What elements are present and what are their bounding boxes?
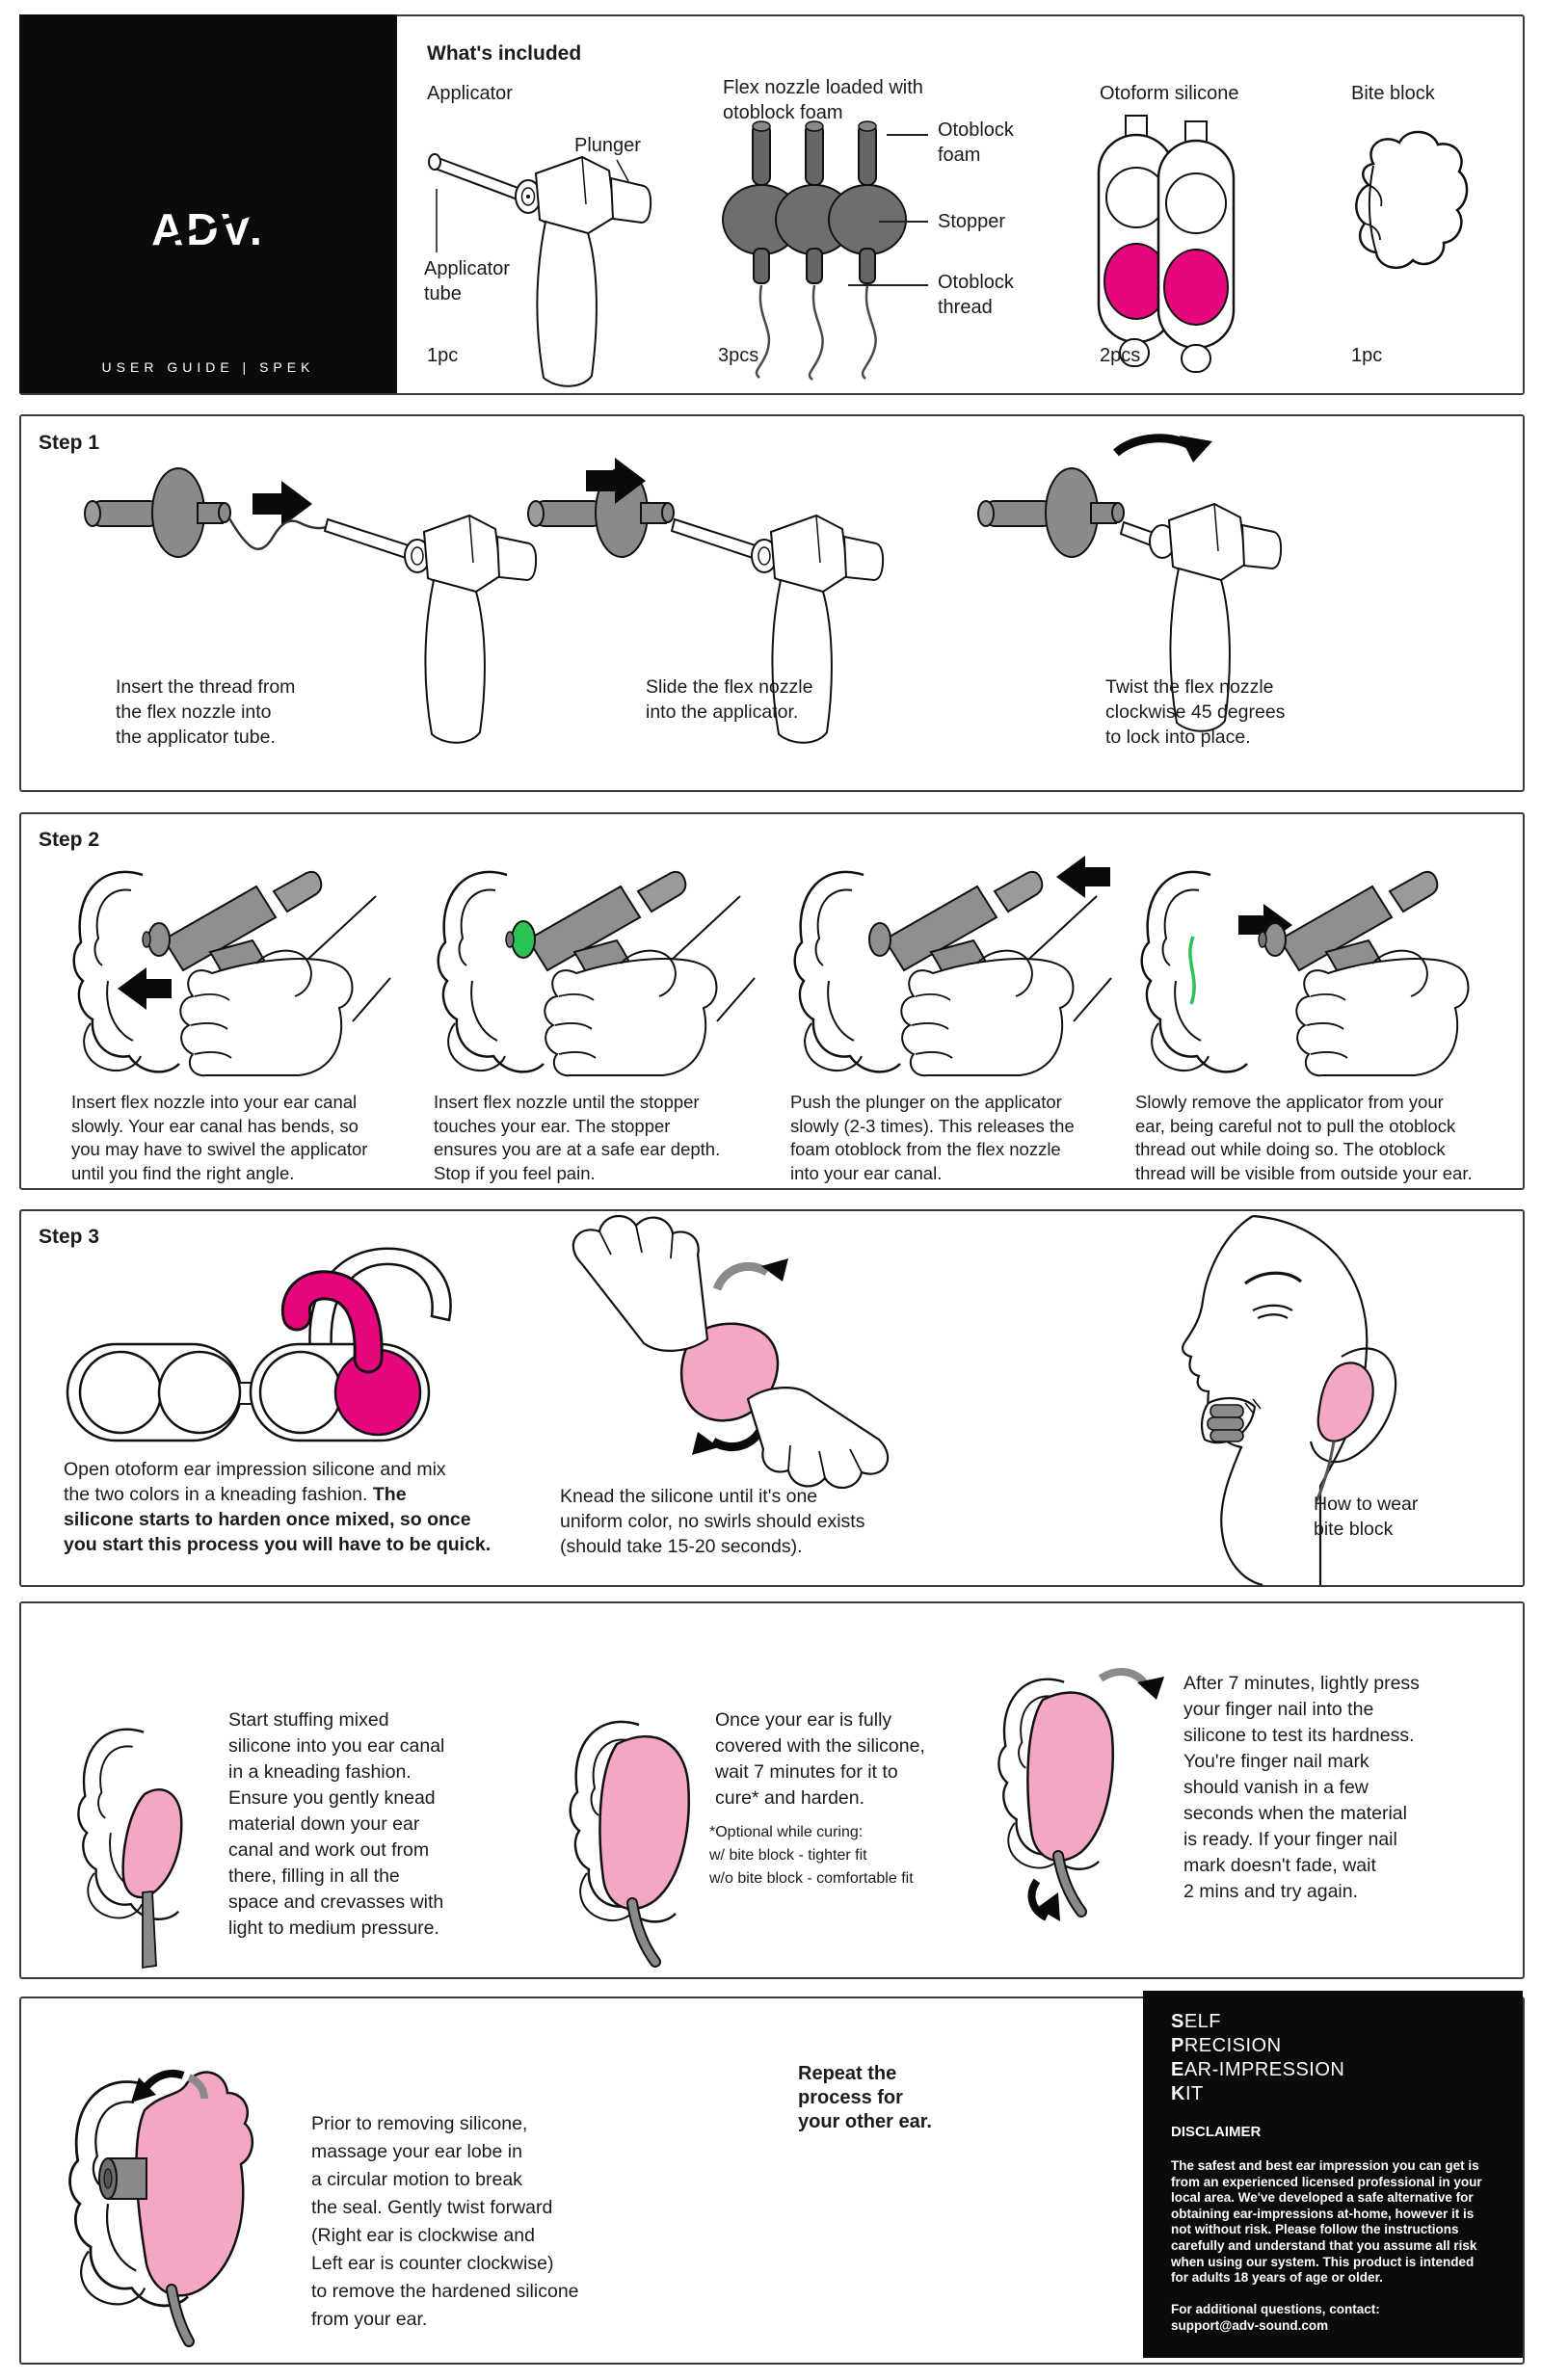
brand-tagline: USER GUIDE | SPEK	[101, 359, 315, 375]
step3-mix-caption-normal: Open otoform ear impression silicone and…	[64, 1459, 446, 1505]
support-contact: For additional questions, contact: suppo…	[1171, 2302, 1380, 2333]
item-label-flex-nozzle: Flex nozzle loaded with otoblock foam	[723, 77, 923, 123]
step2-title: Step 2	[39, 829, 100, 851]
spek-acronym: SELF PRECISION EAR-IMPRESSION KIT	[1171, 2010, 1344, 2106]
cure-wait-caption: Once your ear is fully covered with the …	[715, 1709, 925, 1809]
removal-caption: Prior to removing silicone, massage your…	[311, 2113, 579, 2330]
qty-bite-block: 1pc	[1351, 345, 1383, 366]
callout-stopper: Stopper	[938, 211, 1006, 232]
step1-caption-1: Insert the thread from the flex nozzle i…	[116, 676, 296, 748]
spek-rest: RECISION	[1183, 2035, 1282, 2056]
callout-applicator-tube: Applicator tube	[424, 258, 510, 304]
spek-letter: S	[1171, 2011, 1184, 2032]
section-step2	[19, 812, 1525, 1190]
spek-line-precision: PRECISION	[1171, 2034, 1344, 2058]
step3-mix-caption-bold: The silicone starts to harden once mixed…	[64, 1484, 492, 1555]
spek-line-kit: KIT	[1171, 2082, 1344, 2106]
disclaimer-title: DISCLAIMER	[1171, 2124, 1262, 2140]
spek-letter: E	[1171, 2059, 1184, 2080]
step1-caption-2: Slide the flex nozzle into the applicato…	[646, 676, 813, 723]
callout-plunger: Plunger	[574, 135, 641, 156]
item-label-otoform: Otoform silicone	[1100, 83, 1239, 104]
spek-rest: AR-IMPRESSION	[1183, 2059, 1345, 2080]
cure-footnote: *Optional while curing: w/ bite block - …	[709, 1824, 914, 1887]
disclaimer-body: The safest and best ear impression you c…	[1171, 2158, 1482, 2286]
step1-title: Step 1	[39, 432, 100, 454]
step2-caption-2: Insert flex nozzle until the stopper tou…	[434, 1092, 721, 1183]
qty-flex-nozzle: 3pcs	[718, 345, 759, 366]
repeat-caption: Repeat the process for your other ear.	[798, 2063, 932, 2132]
spek-line-ear-impression: EAR-IMPRESSION	[1171, 2058, 1344, 2082]
section-step3	[19, 1209, 1525, 1587]
section-removal	[19, 1997, 1525, 2365]
item-label-applicator: Applicator	[427, 83, 513, 104]
cure-test-caption: After 7 minutes, lightly press your fing…	[1183, 1673, 1420, 1902]
kit-panel	[1143, 1991, 1523, 2358]
step1-caption-3: Twist the flex nozzle clockwise 45 degre…	[1105, 676, 1286, 748]
qty-applicator: 1pc	[427, 345, 459, 366]
callout-otoblock-thread: Otoblock thread	[938, 272, 1014, 318]
step2-caption-1: Insert flex nozzle into your ear canal s…	[71, 1092, 368, 1183]
spek-letter: P	[1171, 2035, 1184, 2056]
step2-caption-4: Slowly remove the applicator from your e…	[1135, 1092, 1473, 1183]
section-step1	[19, 414, 1525, 792]
spek-rest: IT	[1184, 2083, 1204, 2104]
callout-otoblock-foam: Otoblock foam	[938, 119, 1014, 166]
step2-caption-3: Push the plunger on the applicator slowl…	[790, 1092, 1075, 1183]
spek-rest: ELF	[1183, 2011, 1222, 2032]
cure-stuff-caption: Start stuffing mixed silicone into you e…	[228, 1709, 445, 1939]
step3-mix-caption: Open otoform ear impression silicone and…	[64, 1457, 491, 1557]
spek-line-self: SELF	[1171, 2010, 1344, 2034]
whats-included-title: What's included	[427, 42, 582, 65]
qty-otoform: 2pcs	[1100, 345, 1141, 366]
item-label-bite-block: Bite block	[1351, 83, 1435, 104]
brand-panel: ADV. USER GUIDE | SPEK	[19, 14, 397, 393]
step3-knead-caption: Knead the silicone until it's one unifor…	[560, 1486, 865, 1557]
step3-title: Step 3	[39, 1226, 100, 1248]
section-cure	[19, 1601, 1525, 1979]
wear-bite-block-caption: How to wear bite block	[1314, 1494, 1419, 1540]
spek-letter: K	[1171, 2083, 1185, 2104]
